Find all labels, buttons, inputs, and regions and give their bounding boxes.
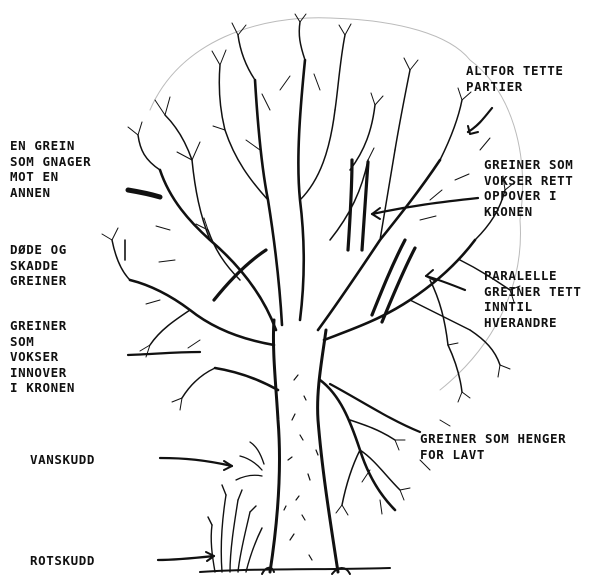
arrow-rotskudd	[158, 556, 214, 560]
pointer-arrows	[125, 108, 492, 561]
root-suckers	[208, 485, 262, 572]
label-vanskudd: VANSKUDD	[30, 452, 95, 468]
arrow-innover	[128, 352, 200, 355]
water-shoots	[236, 442, 264, 480]
arrow-vanskudd	[160, 458, 232, 466]
upright-branches	[214, 160, 415, 322]
arrow-altfor-tette	[468, 108, 492, 132]
tree-trunk	[262, 320, 350, 574]
ground-line	[200, 568, 390, 572]
arrow-oppover	[372, 198, 478, 214]
arrow-gnager	[128, 190, 160, 197]
label-rotskudd: ROTSKUDD	[30, 553, 95, 569]
